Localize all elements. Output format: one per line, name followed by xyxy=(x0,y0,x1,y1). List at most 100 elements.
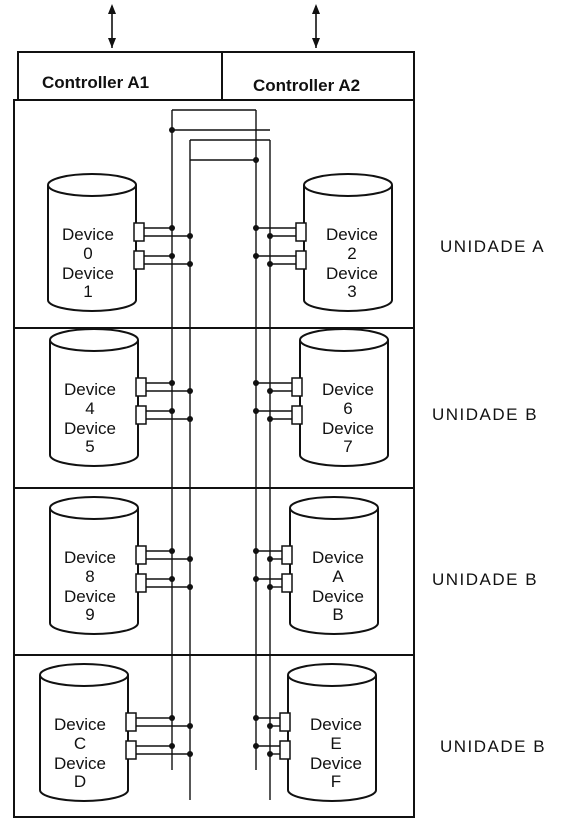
junction-dot xyxy=(187,261,193,267)
junction-dot xyxy=(267,751,273,757)
unit-label: UNIDADE B xyxy=(440,737,546,756)
device-id: 4 xyxy=(85,399,94,418)
junction-dot xyxy=(253,743,259,749)
device-id: D xyxy=(74,772,86,791)
device-port xyxy=(295,250,307,270)
device-port xyxy=(135,405,147,425)
junction-dot xyxy=(267,584,273,590)
device-label: Device xyxy=(64,548,116,567)
device-id: B xyxy=(332,605,343,624)
device-label: Device xyxy=(310,754,362,773)
device-label: Device xyxy=(54,715,106,734)
junction-dot xyxy=(187,751,193,757)
device-id: 1 xyxy=(83,282,92,301)
disk-left xyxy=(46,173,137,312)
device-label: Device xyxy=(326,225,378,244)
disk-left xyxy=(48,328,139,467)
junction-dot xyxy=(187,388,193,394)
device-label: Device xyxy=(64,380,116,399)
controller-a2-label: Controller A2 xyxy=(253,76,360,95)
device-port xyxy=(125,740,137,760)
controller-a1-label: Controller A1 xyxy=(42,73,149,92)
junction-dot xyxy=(169,408,175,414)
junction-dot xyxy=(187,584,193,590)
junction-dot xyxy=(253,715,259,721)
device-port xyxy=(133,222,145,242)
device-label: Device xyxy=(326,264,378,283)
device-label: Device xyxy=(310,715,362,734)
device-id: F xyxy=(331,772,341,791)
disk-left xyxy=(48,496,139,635)
device-id: 0 xyxy=(83,244,92,263)
junction-dot xyxy=(253,225,259,231)
junction-dot xyxy=(253,253,259,259)
junction-dot xyxy=(169,715,175,721)
device-port xyxy=(135,377,147,397)
junction-dot xyxy=(253,548,259,554)
junction-dot xyxy=(253,380,259,386)
junction-dot xyxy=(253,408,259,414)
junction-dot xyxy=(267,723,273,729)
device-port xyxy=(135,573,147,593)
disk-right xyxy=(286,663,377,802)
host-arrow-a1 xyxy=(108,4,116,48)
device-port xyxy=(133,250,145,270)
device-port xyxy=(295,222,307,242)
device-label: Device xyxy=(312,587,364,606)
device-port xyxy=(281,573,293,593)
device-id: 3 xyxy=(347,282,356,301)
junction-dot xyxy=(169,548,175,554)
junction-dot xyxy=(187,233,193,239)
junction-dot xyxy=(267,388,273,394)
device-label: Device xyxy=(64,419,116,438)
device-port xyxy=(279,712,291,732)
device-label: Device xyxy=(64,587,116,606)
device-id: 9 xyxy=(85,605,94,624)
junction-dot xyxy=(267,556,273,562)
device-id: 8 xyxy=(85,567,94,586)
junction-dot xyxy=(253,576,259,582)
device-label: Device xyxy=(322,419,374,438)
disk-right xyxy=(302,173,393,312)
device-id: 5 xyxy=(85,437,94,456)
unit-label: UNIDADE A xyxy=(440,237,545,256)
device-id: 6 xyxy=(343,399,352,418)
device-port xyxy=(279,740,291,760)
junction-dot xyxy=(267,261,273,267)
device-port xyxy=(135,545,147,565)
unit-label: UNIDADE B xyxy=(432,570,538,589)
device-id: A xyxy=(332,567,344,586)
device-id: 2 xyxy=(347,244,356,263)
junction-dot xyxy=(267,233,273,239)
junction-dot xyxy=(169,225,175,231)
disk-right xyxy=(298,328,389,467)
junction-dot xyxy=(169,253,175,259)
device-label: Device xyxy=(322,380,374,399)
device-label: Device xyxy=(312,548,364,567)
junction-dot xyxy=(187,556,193,562)
junction-dot xyxy=(169,576,175,582)
device-port xyxy=(125,712,137,732)
disk-right xyxy=(288,496,379,635)
device-label: Device xyxy=(62,225,114,244)
disk-left xyxy=(38,663,129,802)
device-label: Device xyxy=(54,754,106,773)
junction-dot xyxy=(169,743,175,749)
junction-dot xyxy=(169,127,175,133)
unit-label: UNIDADE B xyxy=(432,405,538,424)
junction-dot xyxy=(253,157,259,163)
device-id: 7 xyxy=(343,437,352,456)
junction-dot xyxy=(187,416,193,422)
junction-dot xyxy=(169,380,175,386)
junction-dot xyxy=(267,416,273,422)
host-arrow-a2 xyxy=(312,4,320,48)
cabinet-frame xyxy=(13,99,415,818)
device-label: Device xyxy=(62,264,114,283)
junction-dot xyxy=(187,723,193,729)
device-port xyxy=(281,545,293,565)
